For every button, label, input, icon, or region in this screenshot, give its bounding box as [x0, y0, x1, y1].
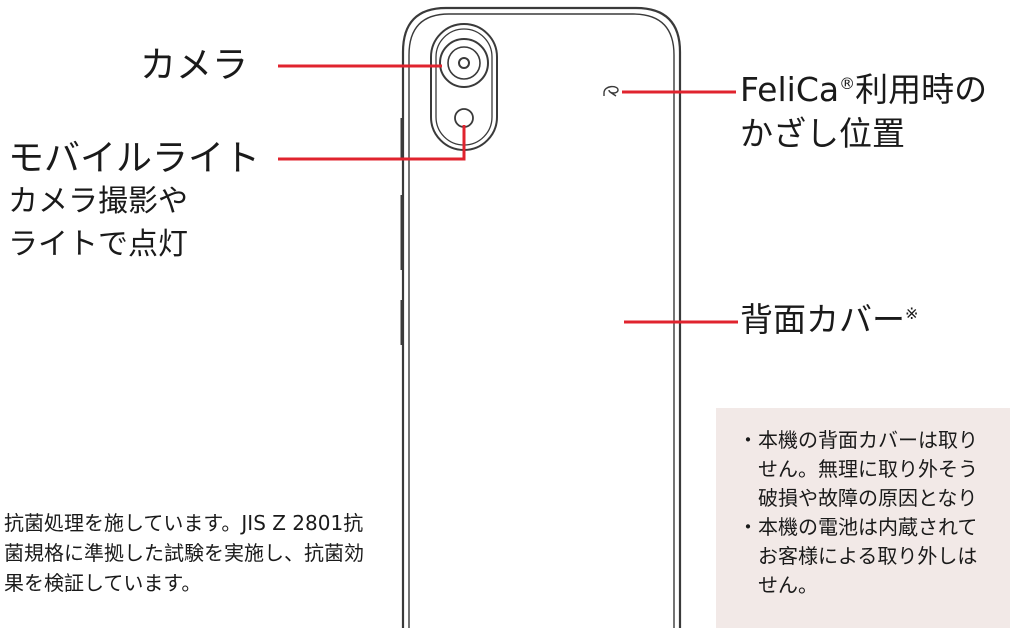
mobile-light-description-line2: ライトで点灯: [8, 227, 188, 262]
cover-note-line: お客様による取り外しは: [738, 544, 978, 568]
registered-trademark-mark: ®: [839, 74, 856, 93]
leader-lines: [278, 64, 738, 324]
antibacterial-note: 抗菌処理を施しています。JIS Z 2801抗菌規格に準拠した試験を実施し、抗菌…: [4, 511, 364, 595]
back-cover-note-mark: ※: [905, 304, 919, 323]
felica-mark-icon: [603, 85, 619, 97]
back-cover-label: 背面カバー※: [740, 300, 918, 340]
mobile-light-label: モバイルライト: [8, 138, 261, 179]
camera-lens-inner: [447, 46, 481, 80]
cover-note-line: せん。無理に取り外そう: [738, 457, 978, 481]
cover-note-line: 破損や故障の原因となり: [738, 486, 978, 510]
phone-outer-outline: [401, 6, 682, 628]
leader-line-mobile-light: [278, 125, 466, 161]
mobile-light-description-line1: カメラ撮影や: [8, 184, 188, 219]
back-cover-text: 背面カバー: [740, 300, 905, 339]
phone-body: [400, 6, 682, 628]
back-cover-notes-box: ・本機の背面カバーは取り せん。無理に取り外そう 破損や故障の原因となり ・本機…: [716, 408, 1010, 628]
felica-label-line2: かざし位置: [740, 114, 905, 153]
cover-note-item: ・本機の背面カバーは取り せん。無理に取り外そう 破損や故障の原因となり: [738, 426, 1010, 513]
cover-note-item: ・本機の電池は内蔵されて お客様による取り外しは せん。: [738, 513, 1010, 600]
camera-label: カメラ: [140, 45, 249, 86]
felica-label-line1: FeliCa®利用時の: [740, 70, 987, 110]
felica-label-suffix: 利用時の: [855, 70, 988, 109]
phone-inner-outline: [408, 13, 675, 628]
camera-lens-center: [458, 57, 470, 69]
cover-note-line: ・本機の電池は内蔵されて: [738, 515, 978, 539]
felica-label-prefix: FeliCa: [740, 70, 840, 109]
cover-note-line: せん。: [738, 573, 818, 597]
camera-lens-ring: [439, 38, 489, 88]
mobile-light-flash: [454, 108, 474, 128]
cover-note-line: ・本機の背面カバーは取り: [738, 428, 978, 452]
